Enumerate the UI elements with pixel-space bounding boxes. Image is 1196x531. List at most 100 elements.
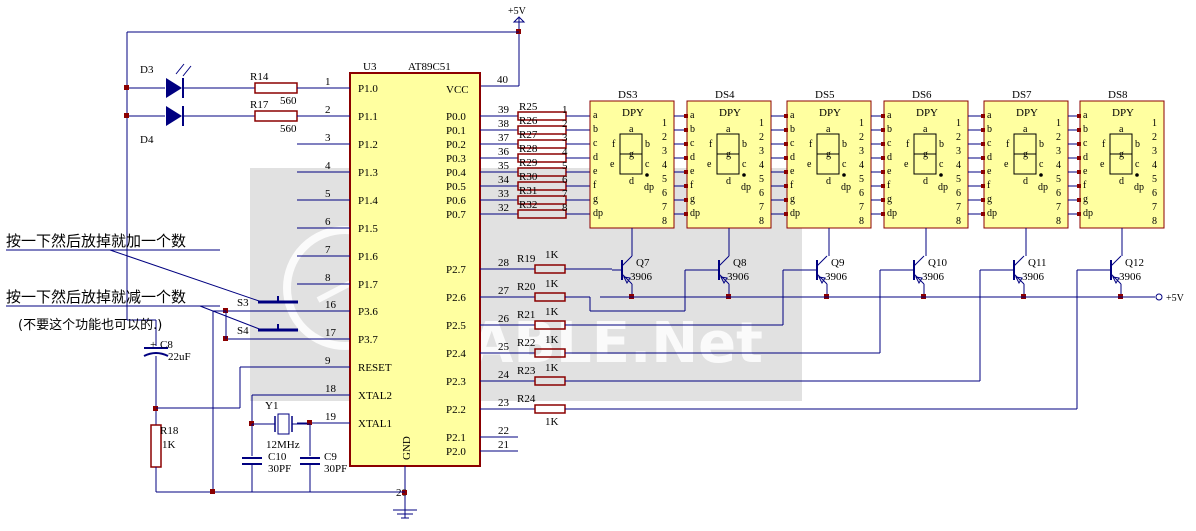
mcu-pin-name: P1.6 [358, 251, 378, 263]
base-resistor-value: 1K [545, 416, 559, 428]
mcu-pin-name: P2.5 [446, 320, 466, 332]
mcu-pin-num: 19 [325, 411, 337, 423]
display-seg-label: c [1083, 138, 1088, 149]
mcu-pin-name: P1.7 [358, 279, 378, 291]
display-seg-label: f [887, 180, 891, 191]
display-seg-label: dp [593, 208, 603, 219]
mcu-pin-name: P1.0 [358, 83, 378, 95]
display-seg-label: e [987, 166, 992, 177]
mcu-pin-name: P2.7 [446, 264, 466, 276]
seg-d: d [1119, 176, 1124, 187]
mcu-pin-num: 38 [498, 118, 510, 130]
mcu-pin-name: RESET [358, 362, 392, 374]
seg-c: c [742, 159, 747, 170]
mcu-pin-name: P0.2 [446, 139, 466, 151]
display-seg-label: dp [1083, 208, 1093, 219]
segment-resistor-num: 2 [562, 118, 568, 130]
seg-a: a [923, 124, 928, 135]
transistor-part: 3906 [1022, 271, 1045, 283]
display-seg-label: e [790, 166, 795, 177]
segment-resistor-num: 5 [562, 160, 568, 172]
r17-label: R17 [250, 99, 269, 111]
mcu-pin-name: P0.6 [446, 195, 466, 207]
display-seg-label: b [1083, 124, 1088, 135]
vcc-top-label: +5V [508, 6, 527, 17]
seg-a: a [826, 124, 831, 135]
mcu-pin-name: P0.3 [446, 153, 466, 165]
display-seg-label: dp [887, 208, 897, 219]
display-seg-label: a [987, 110, 992, 121]
seg-b: b [939, 139, 944, 150]
s3-label: S3 [237, 297, 249, 309]
mcu-pin-num: 39 [498, 104, 510, 116]
display-pin-num: 3 [859, 146, 864, 157]
display-pin-num: 4 [1056, 160, 1061, 171]
mcu-pin-num: 34 [498, 174, 510, 186]
display-seg-label: b [690, 124, 695, 135]
reset-circuit: C8 + 22uF R18 1K [126, 300, 405, 494]
display-row: DS3DPYabcdefgdp12345678abcdefgdpDS4DPYab… [589, 89, 1165, 256]
segment-resistor-num: 3 [562, 132, 568, 144]
seg-f: f [709, 139, 713, 150]
display-pin-num: 6 [859, 188, 864, 199]
base-resistor-value: 1K [545, 362, 559, 374]
display-ref: DS6 [912, 89, 932, 101]
r18-label: R18 [160, 425, 179, 437]
display-ref: DS7 [1012, 89, 1032, 101]
mcu-pin-name: P1.3 [358, 167, 378, 179]
transistor-part: 3906 [922, 271, 945, 283]
seg-g: g [629, 149, 634, 160]
display-pin-num: 3 [1152, 146, 1157, 157]
display-seg-label: a [790, 110, 795, 121]
display-seg-label: b [593, 124, 598, 135]
display-pin-num: 5 [1152, 174, 1157, 185]
mcu-pin-num: 24 [498, 369, 510, 381]
mcu-pin-num: 6 [325, 216, 331, 228]
switch-group: S3 S4 [212, 296, 350, 492]
mcu-pin-name: P0.5 [446, 181, 466, 193]
mcu-pin-num: 25 [498, 341, 510, 353]
display-pin-num: 7 [662, 202, 667, 213]
seg-dp: dp [741, 182, 751, 193]
dp-dot [939, 173, 943, 177]
segment-resistor-num: 4 [562, 146, 568, 158]
display-pin-num: 5 [662, 174, 667, 185]
display-pin-num: 5 [956, 174, 961, 185]
vcc-pin-num: 40 [497, 74, 509, 86]
transistor-part: 3906 [1119, 271, 1142, 283]
display-seg-label: c [887, 138, 892, 149]
base-resistor-ref: R20 [517, 281, 536, 293]
display-type: DPY [1016, 107, 1038, 119]
segment-resistor-label: R29 [519, 157, 538, 169]
display-pin-num: 1 [956, 118, 961, 129]
r14-value: 560 [280, 95, 297, 107]
display-seg-label: e [593, 166, 598, 177]
seg-a: a [726, 124, 731, 135]
display-seg-label: dp [690, 208, 700, 219]
mcu-pin-num: 35 [498, 160, 510, 172]
display-ref: DS4 [715, 89, 735, 101]
seg-b: b [842, 139, 847, 150]
base-resistor-ref: R22 [517, 337, 535, 349]
display-pin-num: 3 [1056, 146, 1061, 157]
display-seg-label: b [790, 124, 795, 135]
seg-f: f [906, 139, 910, 150]
mcu-pin-num: 16 [325, 299, 337, 311]
seg-c: c [1039, 159, 1044, 170]
display-pin-num: 3 [956, 146, 961, 157]
mcu-pin-name: P0.7 [446, 209, 466, 221]
seg-f: f [1006, 139, 1010, 150]
y1-label: Y1 [265, 400, 278, 412]
c9-value: 30PF [324, 463, 347, 475]
mcu-pin-num: 3 [325, 132, 331, 144]
r18-value: 1K [162, 439, 176, 451]
mcu-pin-name: P2.6 [446, 292, 466, 304]
gnd-pin-num: 20 [396, 487, 408, 499]
mcu-pin-name: P2.4 [446, 348, 466, 360]
segment-resistor-num: 6 [562, 174, 568, 186]
mcu-pin-num: 36 [498, 146, 510, 158]
